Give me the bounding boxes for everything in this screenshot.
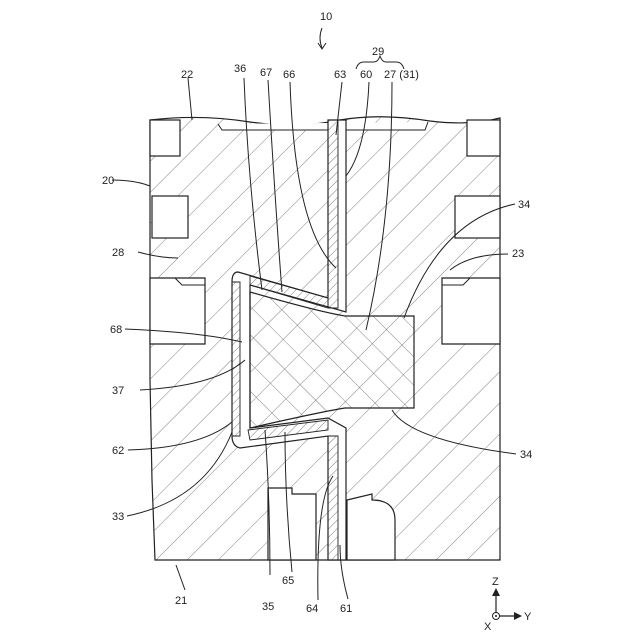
- channel-wall-vertical: [328, 120, 338, 308]
- ref-21: 21: [175, 595, 187, 607]
- axis-z-label: Z: [492, 576, 499, 588]
- ref-34-lower: 34: [520, 449, 532, 461]
- axis-x-label: X: [484, 621, 492, 633]
- ref-20: 20: [102, 175, 114, 187]
- bore-left-upper: [152, 196, 188, 238]
- bottom-recess-right: [347, 494, 395, 560]
- ref-27-31: 27 (31): [384, 69, 419, 81]
- ref-60: 60: [360, 69, 372, 81]
- bore-right-lower: [442, 278, 500, 344]
- ref-23: 23: [512, 248, 524, 260]
- ref-33: 33: [112, 511, 124, 523]
- ref-65: 65: [282, 575, 294, 587]
- ref-29: 29: [372, 46, 384, 58]
- ref-37: 37: [112, 385, 124, 397]
- channel-wall-left: [232, 282, 240, 436]
- ref-34-upper: 34: [518, 199, 530, 211]
- bottom-recess-left: [268, 488, 316, 560]
- ref-22: 22: [181, 69, 193, 81]
- axis-indicator: Z Y X: [484, 576, 532, 633]
- ref-36: 36: [234, 63, 246, 75]
- ref-64: 64: [306, 603, 318, 615]
- ref-67: 67: [260, 67, 272, 79]
- ref-63: 63: [334, 69, 346, 81]
- recess-top-left: [150, 120, 180, 156]
- ref-66: 66: [283, 69, 295, 81]
- ref-28: 28: [112, 247, 124, 259]
- ref-61: 61: [340, 603, 352, 615]
- recess-top-right: [467, 120, 500, 156]
- ref-10: 10: [320, 11, 332, 23]
- channel-wall-lower-vertical: [328, 436, 338, 560]
- bore-right-upper: [455, 196, 500, 238]
- ref-62: 62: [112, 445, 124, 457]
- ref-35: 35: [262, 601, 274, 613]
- ref-68: 68: [110, 324, 122, 336]
- axis-y-label: Y: [524, 611, 532, 623]
